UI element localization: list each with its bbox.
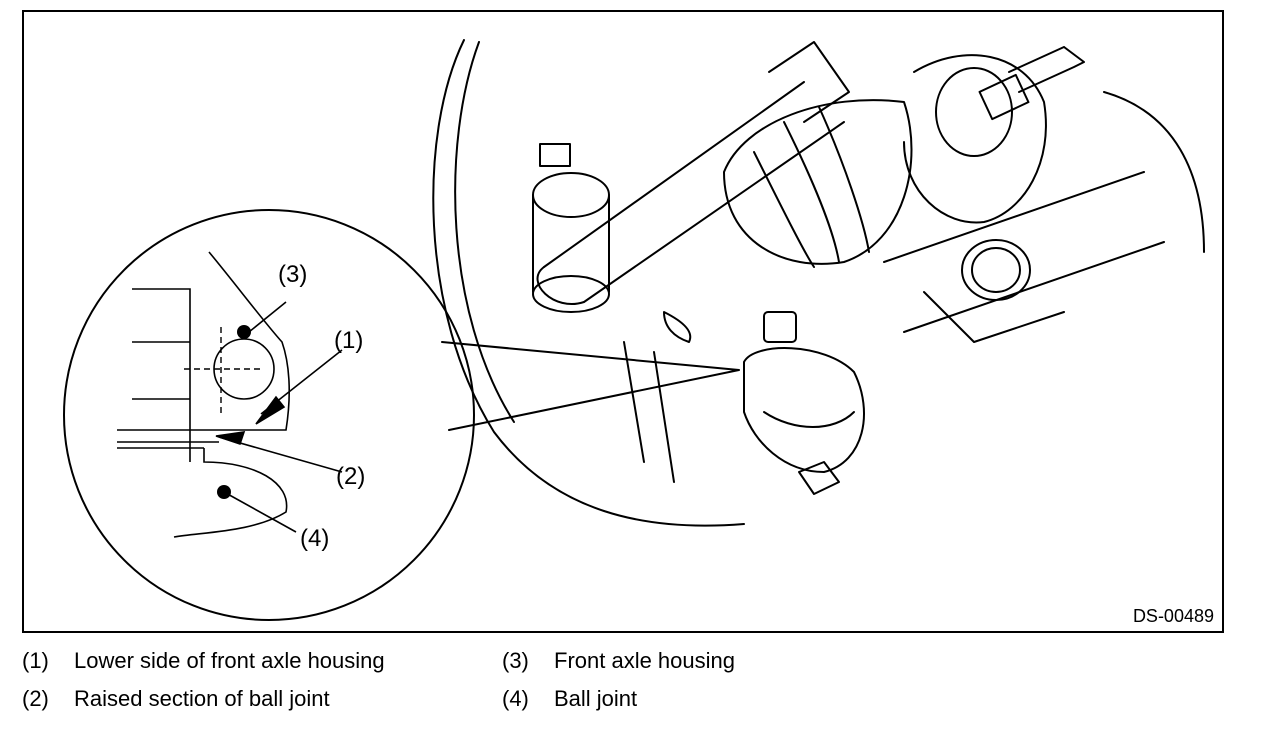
inset-detail bbox=[117, 251, 290, 538]
tie-rod bbox=[543, 81, 845, 303]
callout-2: (2) bbox=[336, 463, 365, 490]
cylinder-left-top bbox=[532, 172, 610, 218]
center-bolt bbox=[763, 311, 797, 343]
shaft-tip bbox=[768, 41, 850, 123]
zoom-leader bbox=[441, 341, 740, 431]
lower-nut bbox=[798, 461, 840, 495]
lower-arm bbox=[883, 171, 1165, 333]
legend-num: (3) bbox=[502, 648, 529, 673]
housing-dot bbox=[237, 325, 251, 339]
upper-nut bbox=[978, 73, 1030, 121]
legend-text: Front axle housing bbox=[554, 648, 735, 673]
knuckle-slot bbox=[663, 311, 692, 343]
strut-housing-bore bbox=[935, 67, 1013, 157]
inset-centerlines bbox=[184, 327, 264, 417]
callout-leaders bbox=[215, 301, 343, 533]
brake-disc-inner bbox=[454, 41, 515, 423]
strut-cylinder-inner bbox=[971, 247, 1021, 293]
boot-rib-3 bbox=[818, 106, 870, 253]
cylinder-left-bottom bbox=[532, 275, 610, 313]
strut-housing bbox=[903, 54, 1047, 224]
callout-3: (3) bbox=[278, 261, 307, 288]
ball-joint-body bbox=[743, 347, 865, 473]
boot-rib-1 bbox=[753, 151, 815, 268]
zoom-circle bbox=[63, 209, 475, 621]
brake-disc-outline bbox=[432, 39, 745, 527]
callout-1: (1) bbox=[334, 327, 363, 354]
suspension-illustration: (3) (1) (2) (4) bbox=[63, 39, 1205, 621]
legend-num: (2) bbox=[22, 686, 49, 711]
caliper-lines bbox=[623, 341, 675, 483]
figure-code: DS-00489 bbox=[1132, 606, 1214, 626]
legend-num: (4) bbox=[502, 686, 529, 711]
legend: (1) Lower side of front axle housing (2)… bbox=[22, 648, 1242, 738]
legend-text: Lower side of front axle housing bbox=[74, 648, 385, 673]
cylinder-left-sides bbox=[532, 194, 610, 293]
legend-num: (1) bbox=[22, 648, 49, 673]
diagram-frame: (3) (1) (2) (4) DS-00489 bbox=[22, 10, 1224, 633]
cylinder-left-bolt bbox=[539, 143, 571, 167]
tie-rod-end bbox=[536, 266, 585, 305]
callout-4: (4) bbox=[300, 525, 329, 552]
legend-text: Raised section of ball joint bbox=[74, 686, 330, 711]
legend-text: Ball joint bbox=[554, 686, 638, 711]
arm-bracket bbox=[923, 291, 1065, 343]
ball-joint-seam bbox=[763, 411, 855, 428]
fender-curve bbox=[1103, 91, 1205, 253]
drive-boot bbox=[723, 99, 913, 265]
boot-rib-2 bbox=[783, 121, 840, 263]
